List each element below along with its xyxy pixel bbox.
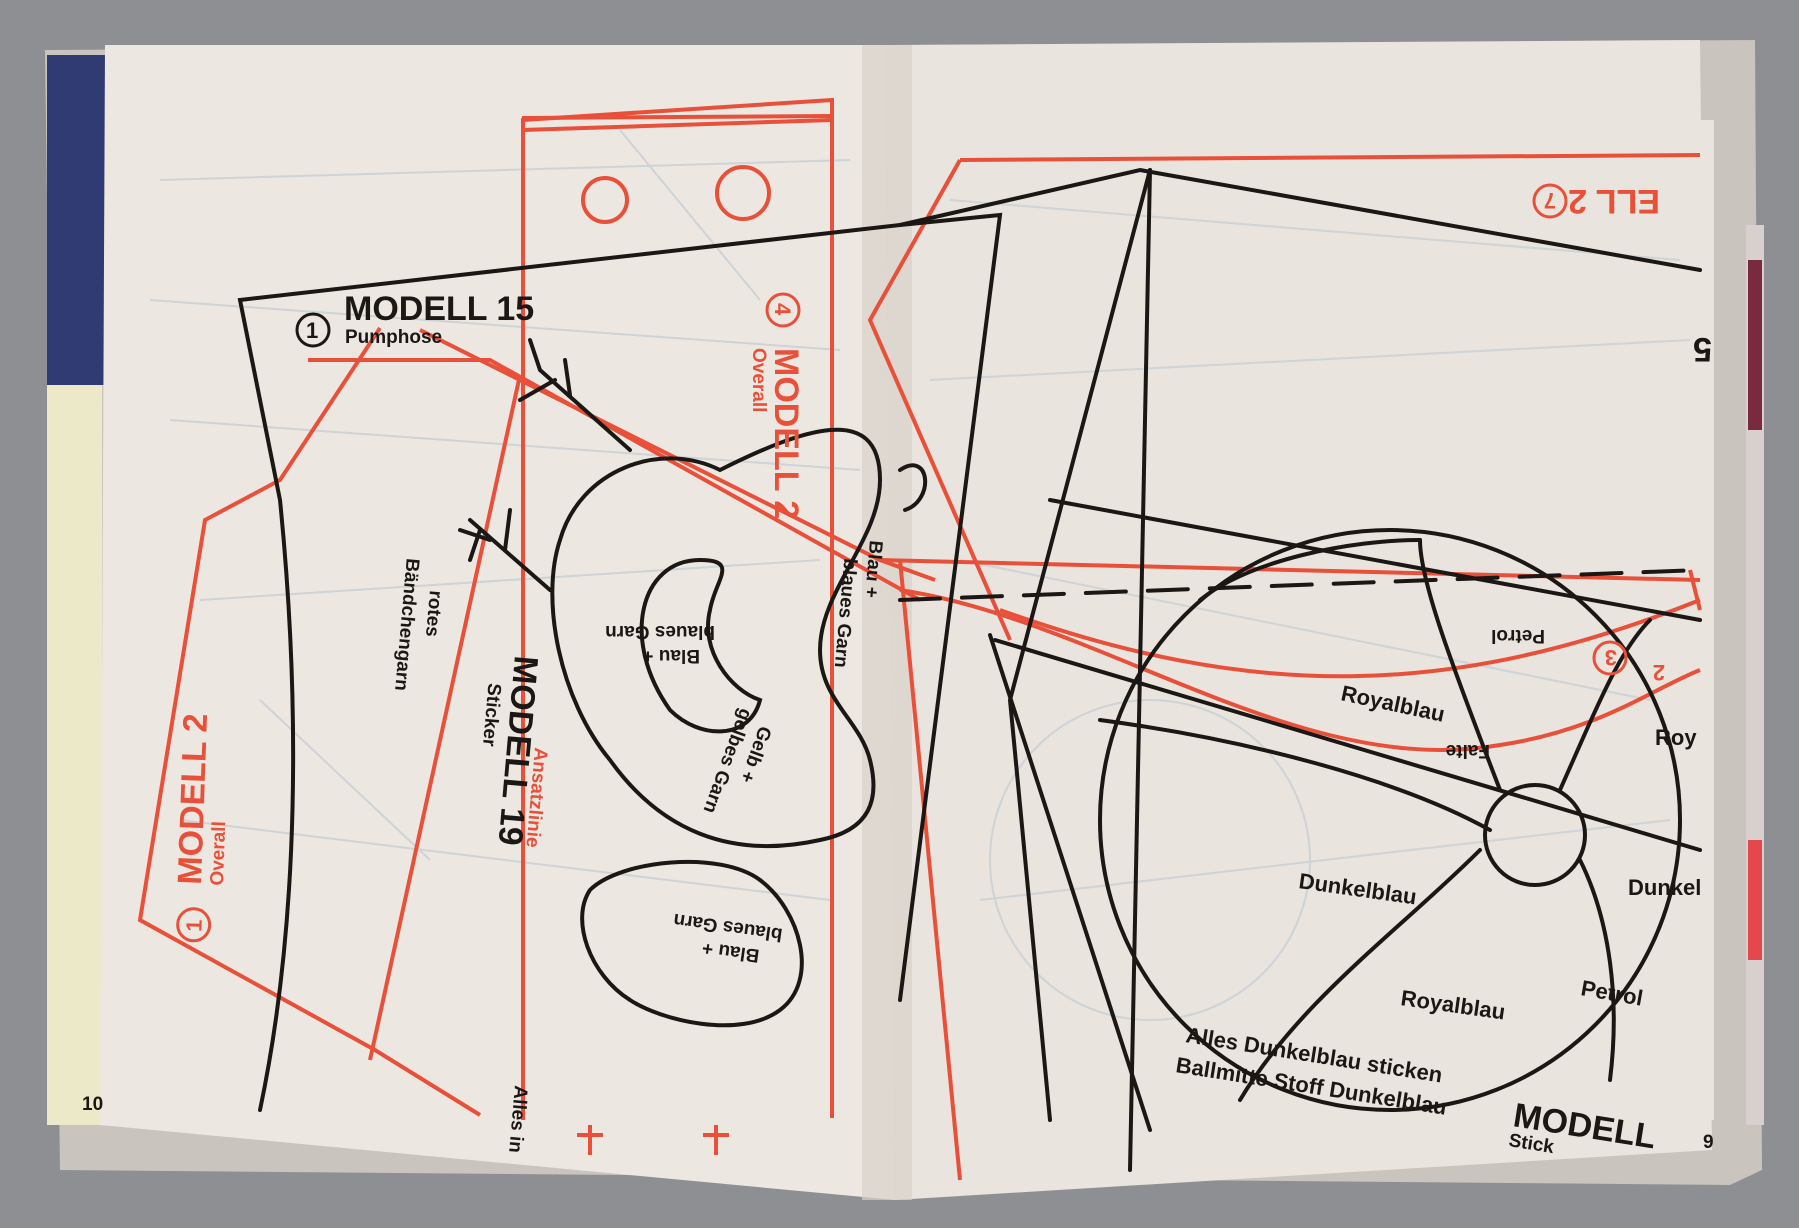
beak-label: Blau + blaues Garn [605, 621, 715, 666]
red-overall-left-outline [137, 326, 482, 1117]
svg-text:Overall: Overall [748, 348, 769, 412]
svg-text:Pumphose: Pumphose [345, 327, 442, 348]
left-page [100, 45, 895, 1200]
page-number-left: 10 [82, 1094, 103, 1115]
red-strip-outline [521, 97, 834, 1120]
black-pumphose-outline [237, 212, 1003, 1112]
svg-text:1: 1 [181, 919, 206, 932]
svg-text:4: 4 [770, 303, 795, 316]
svg-text:Overall: Overall [207, 821, 230, 886]
svg-text:7: 7 [1544, 188, 1556, 213]
bird-outline [550, 427, 883, 849]
ball-center [1483, 783, 1587, 887]
svg-text:MODELL 2: MODELL 2 [767, 348, 805, 519]
ball-outline [1098, 528, 1682, 1112]
svg-text:blaues Garn: blaues Garn [605, 621, 715, 642]
modell19-label: MODELL 19 Sticker Ansatzlinie [478, 654, 551, 848]
svg-text:3: 3 [1605, 645, 1617, 670]
modell15-label: 1 MODELL 15 Pumphose [295, 290, 534, 348]
svg-text:MODELL 2: MODELL 2 [171, 713, 215, 886]
modell2-left-label: 1 MODELL 2 Overall [171, 713, 230, 943]
cover-photo-strip [47, 55, 107, 385]
bird-beak [639, 557, 763, 734]
falte-label: Falte [1446, 740, 1490, 761]
modell2-strip-label: 4 MODELL 2 Overall [748, 292, 805, 519]
svg-text:Blau +: Blau + [860, 540, 886, 599]
petrol-number: 3 [1592, 640, 1628, 676]
svg-text:rotes: rotes [421, 590, 446, 638]
petrol-top-label: Petrol [1491, 625, 1545, 646]
modell2-top-right: ELL 2 7 [1532, 182, 1660, 220]
bird-wing [580, 859, 804, 1028]
ball-dunkel-right: Dunkel [1628, 875, 1701, 900]
edge-big-number: 5 [1693, 330, 1712, 368]
right-page [885, 40, 1712, 1200]
svg-text:ELL 2: ELL 2 [1568, 182, 1660, 220]
ball-roy-edge: Roy [1655, 725, 1697, 750]
edge-number-2: 2 [1653, 660, 1665, 685]
page-number-right: 9 [1703, 1132, 1714, 1153]
svg-text:MODELL 15: MODELL 15 [344, 290, 534, 328]
svg-text:Blau +: Blau + [642, 645, 700, 666]
svg-text:1: 1 [306, 318, 318, 343]
